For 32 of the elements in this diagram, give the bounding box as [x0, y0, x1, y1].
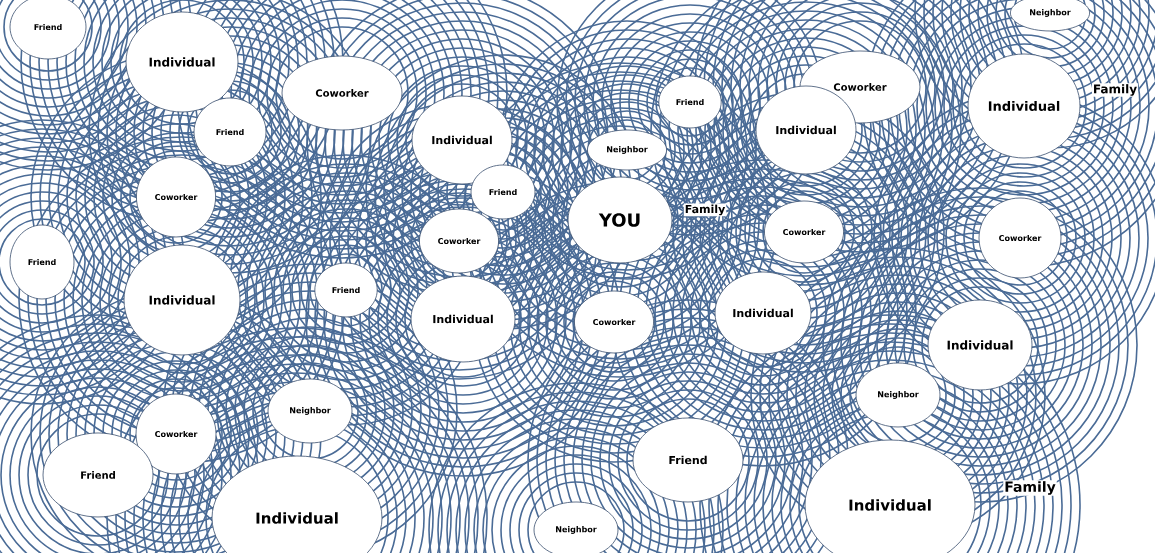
- bubble: Coworker: [135, 393, 217, 475]
- bubble: Neighbor: [267, 378, 353, 444]
- bubble: Friend: [42, 432, 154, 518]
- bubble: Individual: [410, 275, 516, 363]
- bubble: Neighbor: [533, 501, 619, 553]
- bubble: Friend: [632, 417, 744, 503]
- bubble: Individual: [714, 271, 812, 355]
- bubble: YOU: [567, 176, 673, 264]
- bubble: Coworker: [764, 200, 844, 264]
- bubble: Friend: [658, 75, 722, 129]
- bubble: Coworker: [281, 55, 403, 131]
- bubble: Coworker: [978, 197, 1062, 279]
- bubble: Individual: [123, 244, 241, 356]
- bubble: Friend: [193, 97, 267, 167]
- bubble: Friend: [470, 164, 536, 220]
- bubble: Individual: [411, 95, 513, 185]
- family-label: Family: [1003, 480, 1057, 496]
- bubble: Friend: [9, 224, 75, 300]
- bubble: Individual: [211, 455, 383, 553]
- bubble: Individual: [927, 299, 1033, 391]
- bubble: Coworker: [574, 290, 654, 354]
- bubble: Friend: [9, 0, 87, 60]
- bubble: Coworker: [419, 208, 499, 274]
- family-label: Family: [1091, 83, 1139, 97]
- bubble: Neighbor: [1010, 0, 1090, 32]
- bubble: Neighbor: [855, 362, 941, 428]
- bubble: Individual: [804, 439, 976, 553]
- bubble: Individual: [967, 53, 1081, 159]
- bubble: Coworker: [136, 156, 216, 238]
- bubble: Friend: [314, 262, 378, 318]
- bubble: Individual: [125, 11, 239, 113]
- bubble: Neighbor: [587, 129, 667, 171]
